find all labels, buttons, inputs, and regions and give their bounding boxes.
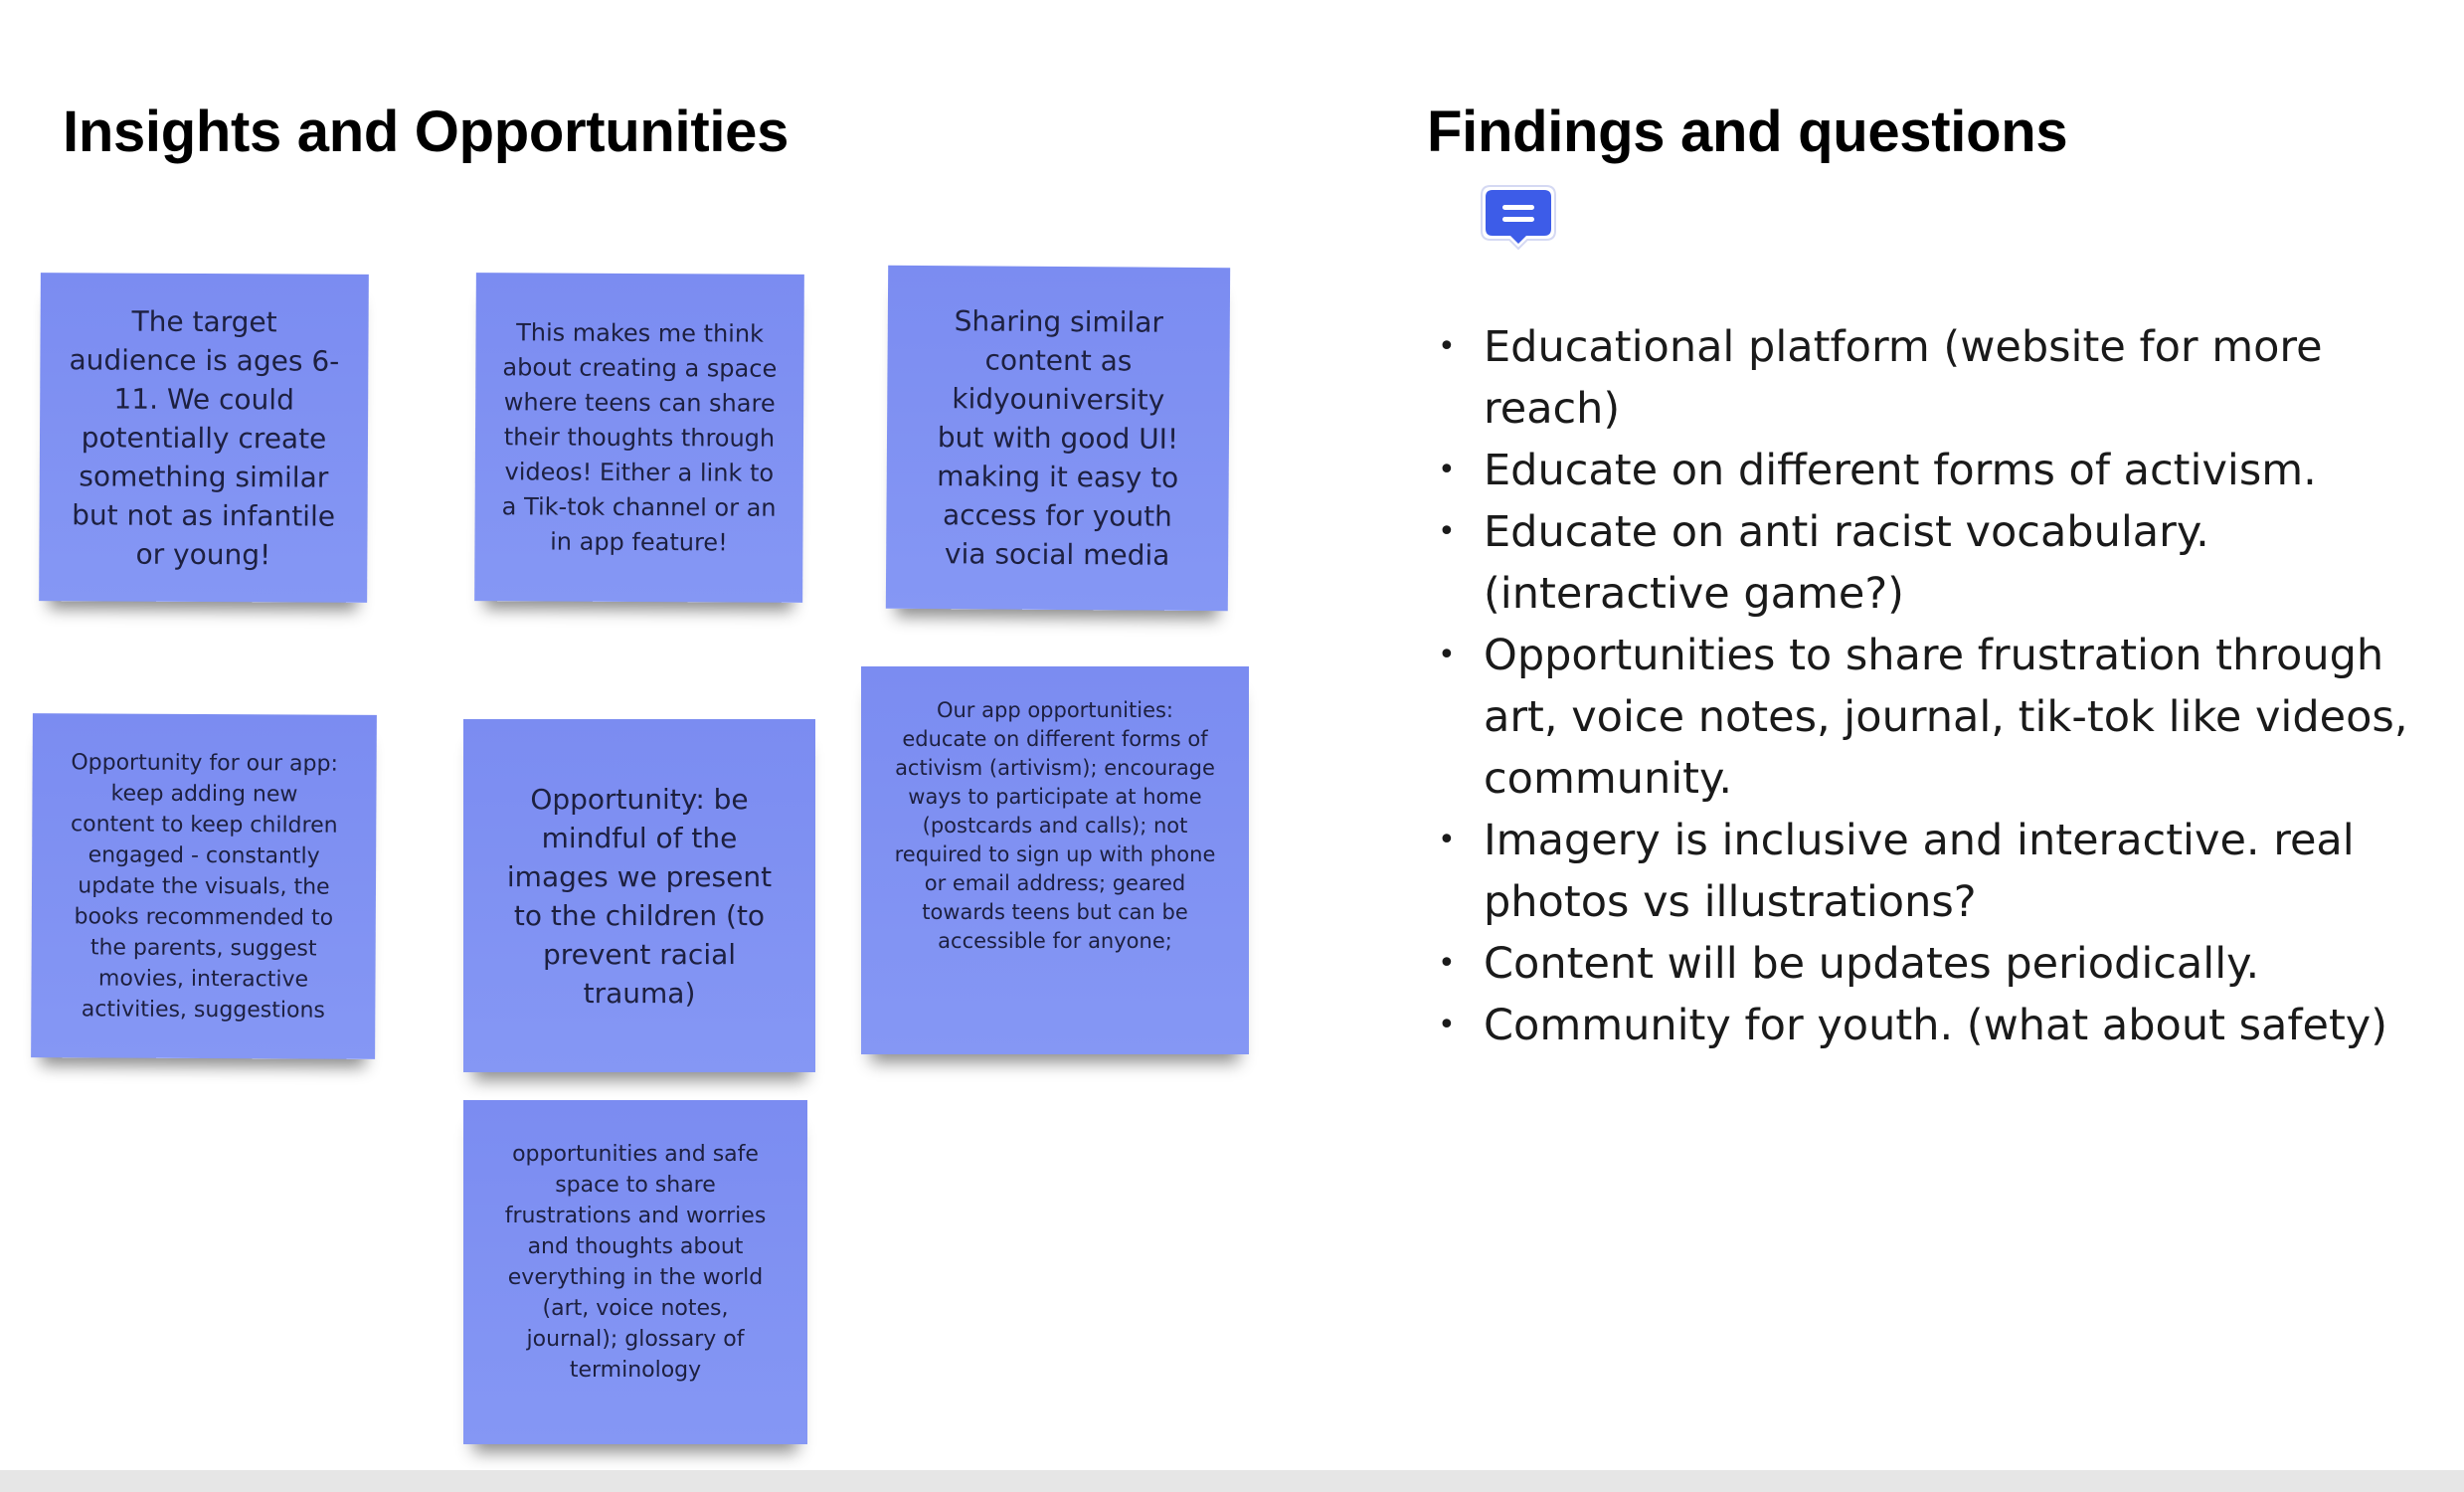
sticky-note-text: Opportunity for our app: keep adding new…	[70, 749, 338, 1024]
sticky-note-text: The target audience is ages 6-11. We cou…	[69, 304, 340, 571]
finding-item: Educate on anti racist vocabulary. (inte…	[1432, 501, 2446, 625]
sticky-note-text: Opportunity: be mindful of the images we…	[506, 782, 773, 1010]
sticky-note[interactable]: Sharing similar content as kidyouniversi…	[885, 265, 1231, 612]
insights-title: Insights and Opportunities	[63, 99, 790, 164]
sticky-note[interactable]: The target audience is ages 6-11. We cou…	[39, 273, 369, 603]
finding-item: Community for youth. (what about safety)	[1432, 995, 2446, 1056]
finding-item: Content will be updates periodically.	[1432, 933, 2446, 995]
sticky-note-text: Sharing similar content as kidyouniversi…	[937, 304, 1179, 572]
findings-title: Findings and questions	[1427, 99, 2068, 164]
finding-item: Educational platform (website for more r…	[1432, 316, 2446, 440]
sticky-note-text: opportunities and safe space to share fr…	[504, 1142, 767, 1383]
finding-item: Educate on different forms of activism.	[1432, 440, 2446, 501]
comment-icon[interactable]	[1481, 185, 1556, 251]
comment-icon-svg	[1481, 185, 1556, 251]
finding-item: Opportunities to share frustration throu…	[1432, 625, 2446, 810]
sticky-note[interactable]: This makes me think about creating a spa…	[474, 273, 804, 603]
sticky-note-text: This makes me think about creating a spa…	[501, 317, 778, 556]
sticky-note[interactable]: Our app opportunities: educate on differ…	[861, 666, 1249, 1054]
sticky-note[interactable]: Opportunity for our app: keep adding new…	[31, 713, 377, 1059]
bottom-scroll-area	[0, 1470, 2464, 1492]
sticky-note[interactable]: opportunities and safe space to share fr…	[463, 1100, 807, 1444]
findings-list: Educational platform (website for more r…	[1432, 316, 2446, 1056]
finding-item: Imagery is inclusive and interactive. re…	[1432, 810, 2446, 933]
sticky-note[interactable]: Opportunity: be mindful of the images we…	[463, 719, 815, 1072]
sticky-note-text: Our app opportunities: educate on differ…	[894, 697, 1216, 953]
